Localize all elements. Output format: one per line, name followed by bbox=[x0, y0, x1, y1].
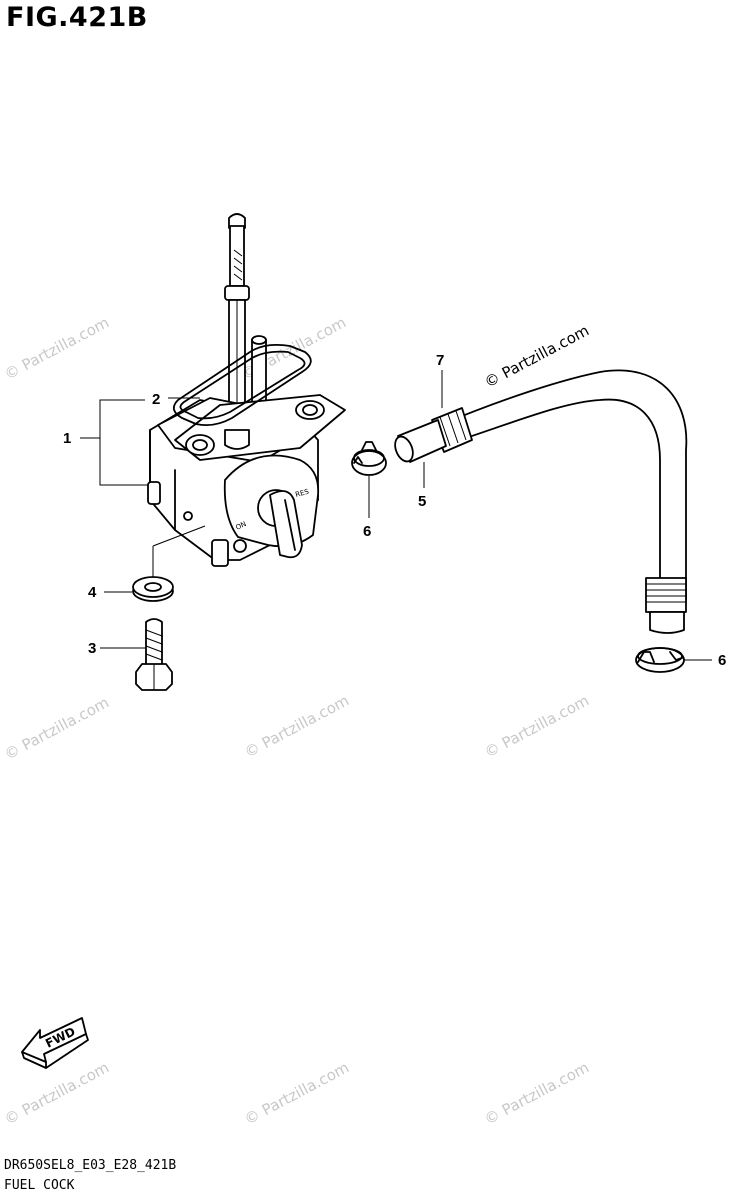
callout-1: 1 bbox=[63, 430, 71, 447]
hose-part bbox=[394, 369, 688, 634]
watermark: © Partzilla.com bbox=[481, 691, 592, 761]
clamp-part bbox=[635, 647, 685, 673]
valve-label-res: RES bbox=[294, 488, 310, 499]
callout-2: 2 bbox=[152, 391, 160, 408]
gasket-part bbox=[172, 343, 312, 427]
figure-title: FIG.421B bbox=[6, 2, 148, 33]
callout-4: 4 bbox=[88, 584, 97, 601]
callout-3: 3 bbox=[88, 640, 96, 657]
callout-6: 6 bbox=[718, 652, 726, 669]
clamp-part bbox=[351, 441, 387, 476]
figure-code: DR650SEL8_E03_E28_421B bbox=[4, 1158, 177, 1173]
watermark: © Partzilla.com bbox=[241, 691, 352, 761]
callout-labels: 1 2 3 4 5 6 6 7 bbox=[63, 352, 726, 669]
callout-7: 7 bbox=[436, 352, 444, 369]
watermark: © Partzilla.com bbox=[1, 313, 112, 383]
washer-part bbox=[132, 576, 174, 602]
callout-leaders bbox=[80, 370, 712, 661]
watermark: © Partzilla.com bbox=[481, 1058, 592, 1128]
callout-6: 6 bbox=[363, 523, 371, 540]
callout-5: 5 bbox=[418, 493, 426, 510]
watermark: © Partzilla.com bbox=[1, 693, 112, 763]
figure-name: FUEL COCK bbox=[4, 1178, 75, 1193]
bolt-part bbox=[135, 618, 173, 691]
watermark: © Partzilla.com bbox=[1, 1058, 112, 1128]
fwd-arrow: FWD bbox=[21, 1017, 89, 1069]
valve-label-on: ON bbox=[234, 520, 247, 532]
watermark: © Partzilla.com bbox=[241, 1058, 352, 1128]
fuel-cock-assembly: RES ON bbox=[147, 213, 346, 567]
watermark-dark: © Partzilla.com bbox=[481, 321, 592, 391]
